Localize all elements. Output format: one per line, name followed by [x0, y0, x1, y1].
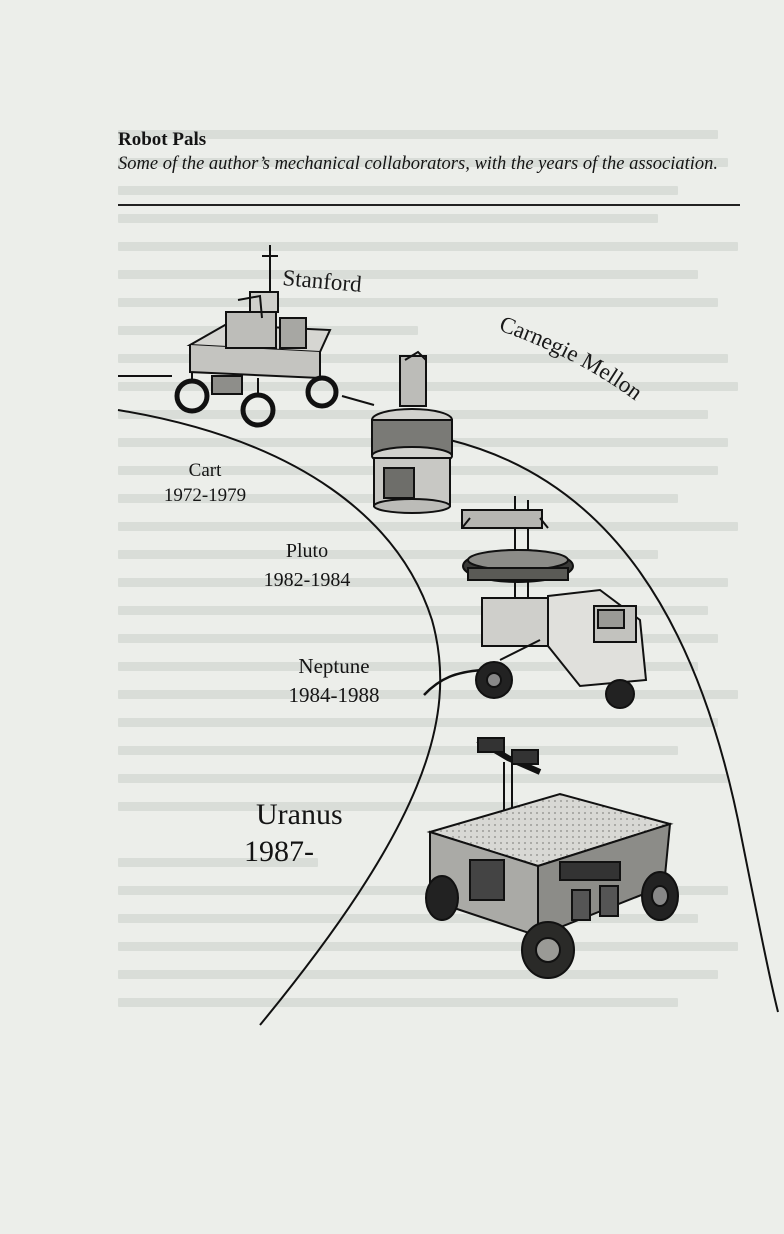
cmu-boundary-arc — [449, 439, 779, 1013]
pluto-robot-image — [371, 350, 453, 514]
robot-name: Pluto — [285, 540, 329, 562]
timeline-arc — [117, 409, 442, 1026]
robot-label-neptune: Neptune 1984-1988 — [264, 652, 404, 710]
robot-name: Uranus — [256, 798, 343, 831]
caption-text: Some of the author’s mechanical collabor… — [118, 154, 719, 174]
caption-rule — [118, 204, 740, 206]
neptune-cable — [423, 668, 483, 696]
uranus-robot-image — [425, 737, 679, 979]
cart-robot-image — [174, 245, 339, 428]
cmu-label: Carnegie Mellon — [496, 311, 647, 405]
robot-name: Cart — [188, 460, 222, 481]
robot-name: Neptune — [298, 654, 370, 678]
robot-years: 1984-1988 — [288, 683, 380, 707]
caption-title: Robot Pals — [118, 129, 207, 150]
robot-years: 1972-1979 — [163, 485, 247, 506]
figure-caption: Robot Pals Some of the author’s mechanic… — [118, 128, 742, 176]
robot-years: 1982-1984 — [263, 569, 351, 591]
stanford-label: Stanford — [282, 265, 364, 297]
neptune-robot-image — [461, 496, 648, 709]
robot-label-pluto: Pluto 1982-1984 — [244, 537, 370, 595]
robot-years: 1987- — [244, 835, 314, 868]
robot-label-cart: Cart 1972-1979 — [150, 458, 260, 508]
cmu-label-path: Carnegie Mellon — [496, 311, 647, 405]
stanford-to-cmu-line — [341, 395, 375, 406]
robot-label-uranus: Uranus 1987- — [236, 796, 366, 870]
